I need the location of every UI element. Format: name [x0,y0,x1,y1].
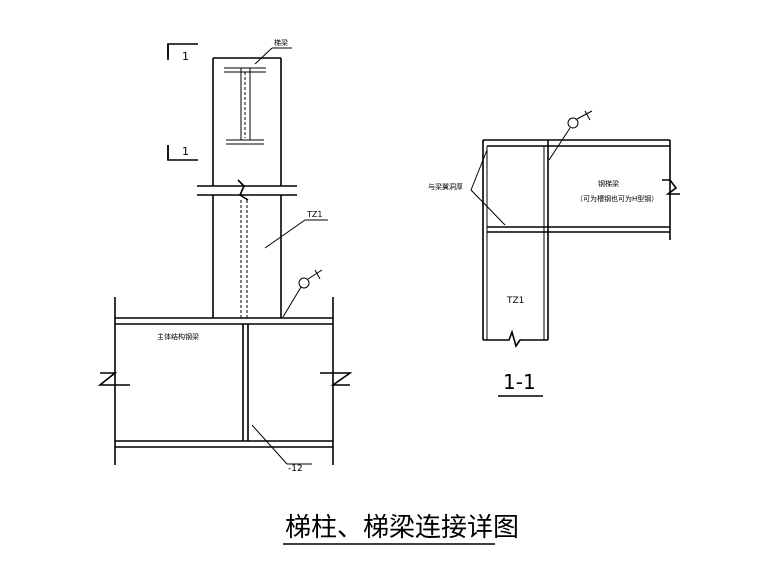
column-tag-right: TZ1 [506,296,524,306]
column-tag-left: TZ1 [306,210,322,219]
section-mark-bottom: 1 [182,145,189,158]
stair-beam-label: 梯梁 [274,38,288,47]
plate-label: -12 [288,464,303,474]
drawing-title: 梯柱、梯梁连接详图 [285,513,519,543]
section-1-1: 与梁翼洞厚 钢梯梁 （可为槽钢也可为H型钢） TZ1 1-1 [428,110,680,397]
steel-beam-note: （可为槽钢也可为H型钢） [576,194,658,203]
left-elevation: 梯梁 1 1 TZ1 主体结构钢梁 -12 [97,38,353,474]
section-label: 1-1 [503,370,536,394]
main-beam-label: 主体结构钢梁 [157,332,199,341]
section-mark-top: 1 [182,50,189,63]
steel-beam-label: 钢梯梁 [598,179,619,188]
match-hole-label: 与梁翼洞厚 [428,182,463,191]
